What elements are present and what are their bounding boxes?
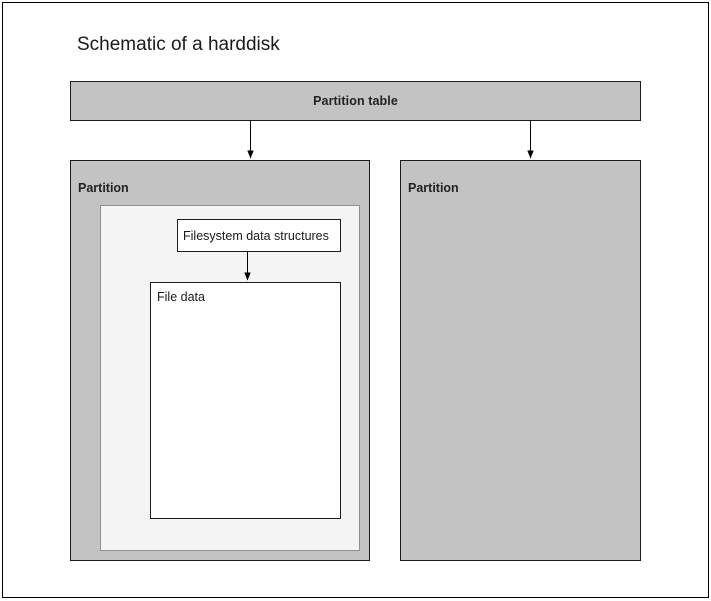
node-partition-left-label: Partition — [78, 181, 129, 195]
node-partition-right[interactable]: Partition — [400, 160, 641, 561]
node-filesystem-data-structures[interactable]: Filesystem data structures — [177, 219, 341, 252]
node-partition-table[interactable]: Partition table — [70, 81, 641, 121]
node-file-data-label: File data — [157, 290, 205, 304]
node-partition-right-label: Partition — [408, 181, 459, 195]
page-title: Schematic of a harddisk — [77, 34, 280, 55]
node-file-data[interactable]: File data — [150, 282, 341, 519]
node-filesystem-data-structures-label: Filesystem data structures — [183, 228, 329, 243]
node-partition-table-label: Partition table — [313, 94, 398, 108]
